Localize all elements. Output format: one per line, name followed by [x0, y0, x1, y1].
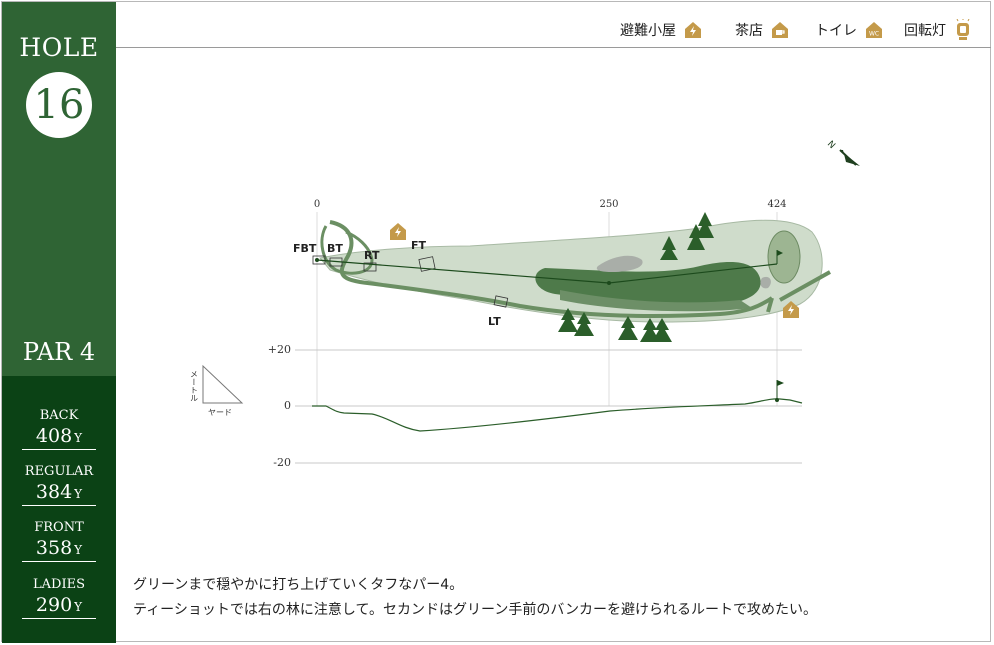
legend-shelter: 避難小屋	[620, 18, 702, 42]
bunker	[596, 255, 643, 272]
tee-name: BACK	[39, 408, 79, 423]
shelter-icon	[783, 301, 799, 318]
tee-name: REGULAR	[24, 464, 94, 479]
tee-box-rt	[363, 262, 377, 272]
tree-group	[558, 212, 714, 342]
beacon-icon	[956, 19, 970, 40]
legend-beacon: 回転灯	[904, 18, 972, 42]
shelter-icon	[685, 22, 701, 38]
par-label: PAR 4	[22, 338, 96, 366]
north-label: N	[825, 139, 837, 151]
fairway-lower	[560, 290, 752, 312]
elevation-label: 0	[284, 399, 291, 412]
play-point	[607, 281, 611, 285]
yardage-unit: Y	[74, 600, 83, 614]
cart-path	[329, 220, 774, 318]
elevation-profile-line	[312, 398, 803, 432]
fairway	[535, 262, 761, 306]
legend-toilet: トイレ WC	[815, 18, 883, 42]
teahouse-icon	[772, 22, 788, 38]
tee-label-ft: FT	[411, 239, 427, 252]
header-divider	[116, 47, 991, 48]
tee-box-fbt	[312, 255, 326, 265]
tee-box-lt	[493, 295, 509, 308]
legend-toilet-label: トイレ	[815, 23, 857, 39]
tee-label-lt: LT	[488, 315, 501, 328]
tree-icon	[660, 236, 678, 260]
yardage-value: 408	[35, 425, 73, 447]
scale-horizontal-label: ヤード	[208, 408, 232, 417]
legend-teahouse: 茶店	[735, 18, 789, 42]
toilet-icon: WC	[866, 22, 882, 38]
green	[767, 230, 801, 284]
tree-icon	[652, 318, 672, 342]
yardage-unit: Y	[74, 431, 83, 445]
yardage-value: 384	[35, 481, 73, 503]
cart-path	[320, 225, 374, 275]
elevation-label: -20	[273, 456, 291, 469]
toilet-icon-text: WC	[869, 31, 879, 38]
tree-icon	[558, 308, 578, 332]
scale-triangle	[202, 364, 244, 404]
yardage-panel	[2, 376, 116, 643]
tee-name: FRONT	[34, 520, 84, 535]
pin-flag-icon	[777, 250, 783, 256]
yardage-unit: Y	[74, 487, 83, 501]
tee-name: LADIES	[33, 577, 85, 592]
hole-description-line-1: グリーンまで穏やかに打ち上げていくタフなパー4。	[133, 577, 464, 593]
play-point	[315, 258, 319, 262]
yardage-value: 358	[35, 537, 73, 559]
tree-icon	[640, 318, 660, 342]
tee-label-fbt: FBT	[293, 242, 317, 255]
cart-path	[766, 270, 831, 313]
distance-mark: 250	[599, 199, 618, 210]
tree-icon	[687, 224, 705, 250]
distance-mark: 424	[767, 199, 786, 210]
tee-label-bt: BT	[327, 242, 343, 255]
tee-label-rt: RT	[364, 249, 380, 262]
elevation-label: +20	[268, 343, 291, 356]
profile-pin-point	[775, 398, 779, 402]
tree-icon	[696, 212, 714, 238]
hole-info-panel	[2, 2, 116, 376]
hole-number-badge: 16	[26, 72, 92, 138]
tree-icon	[574, 312, 594, 336]
bunker	[760, 276, 771, 289]
tee-box-ft	[418, 256, 436, 272]
yardage-unit: Y	[74, 543, 83, 557]
hole-label: HOLE	[19, 33, 99, 62]
legend-teahouse-label: 茶店	[735, 23, 763, 39]
legend-shelter-label: 避難小屋	[620, 23, 676, 39]
distance-mark: 0	[314, 199, 320, 210]
north-arrow-icon: N	[825, 139, 860, 166]
tree-icon	[618, 316, 638, 340]
shelter-icon	[390, 223, 406, 240]
yardage-value: 290	[35, 594, 73, 616]
profile-pin-flag-icon	[777, 380, 784, 386]
hole-description-line-2: ティーショットでは右の林に注意して。セカンドはグリーン手前のバンカーを避けられる…	[133, 602, 818, 618]
scale-vertical-label: メートル	[190, 370, 199, 402]
legend-beacon-label: 回転灯	[904, 23, 946, 39]
